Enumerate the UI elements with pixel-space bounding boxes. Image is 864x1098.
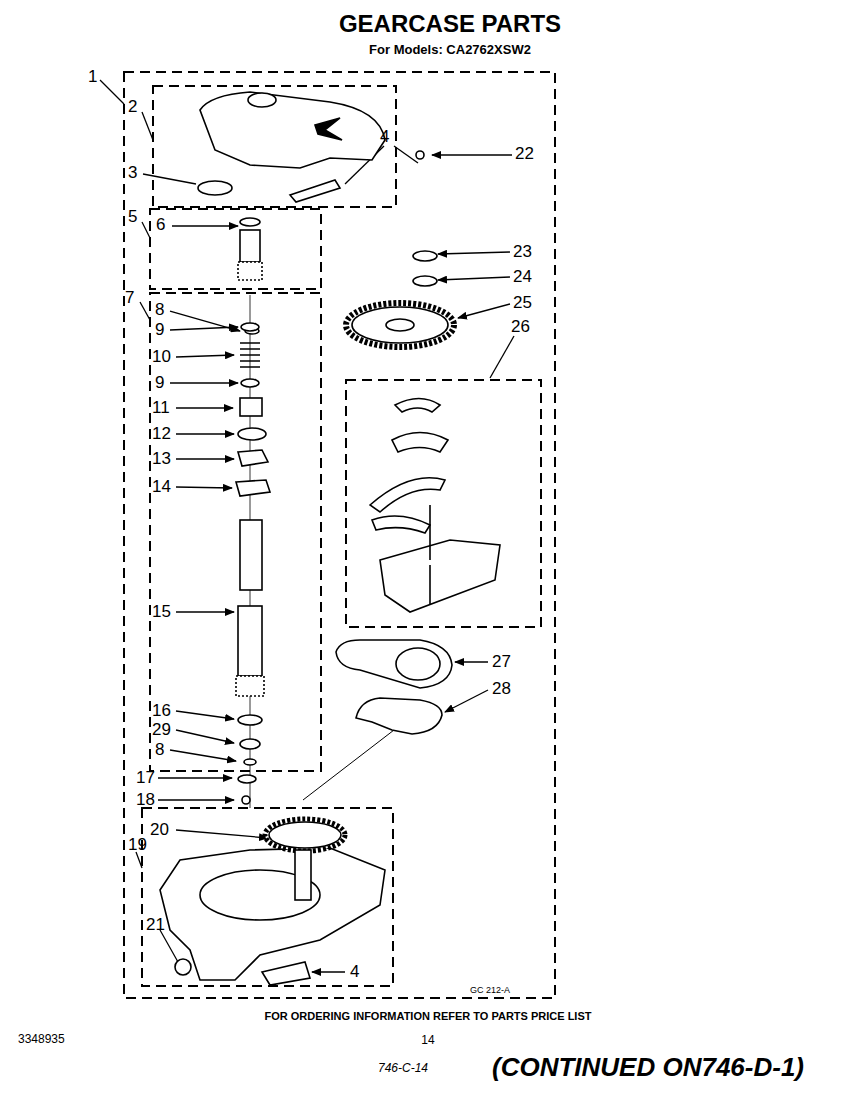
callout-number: 27 <box>492 653 511 670</box>
parts <box>160 92 500 985</box>
callout-number: 23 <box>513 243 532 260</box>
group-boxes <box>124 72 555 998</box>
callout-number: 8 <box>155 301 164 318</box>
callout-number: 5 <box>128 208 137 225</box>
callout-number: 29 <box>152 721 171 738</box>
handwritten-ref: 746-C-14 <box>378 1062 428 1074</box>
model-note: For Models: CA2762XSW2 <box>369 43 531 56</box>
callout-number: 4 <box>380 128 389 145</box>
continued-note: (CONTINUED ON746-D-1) <box>492 1054 804 1080</box>
callout-number: 9 <box>155 374 164 391</box>
callout-number: 21 <box>146 916 165 933</box>
callout-number: 25 <box>513 294 532 311</box>
callout-number: 2 <box>128 98 137 115</box>
callout-number: 7 <box>125 289 134 306</box>
callout-number: 18 <box>136 791 155 808</box>
callout-number: 26 <box>511 318 530 335</box>
callout-number: 6 <box>156 216 165 233</box>
footer-note: FOR ORDERING INFORMATION REFER TO PARTS … <box>265 1011 592 1022</box>
callout-number: 20 <box>150 821 169 838</box>
callout-number: 28 <box>492 680 511 697</box>
diagram-title: GEARCASE PARTS <box>339 12 561 36</box>
page-number: 14 <box>421 1034 434 1046</box>
callout-number: 15 <box>152 603 171 620</box>
callout-number: 16 <box>152 702 171 719</box>
callout-number: 11 <box>152 399 170 416</box>
callout-number: 24 <box>513 268 532 285</box>
callout-number: 10 <box>152 348 171 365</box>
callout-number: 12 <box>152 425 171 442</box>
callout-number: 8 <box>155 741 164 758</box>
document-number: 3348935 <box>18 1033 65 1045</box>
callout-number: 17 <box>136 769 155 786</box>
callout-number: 22 <box>515 145 534 162</box>
callout-number: 13 <box>152 450 171 467</box>
callout-number: 1 <box>88 68 97 85</box>
callout-number: 4 <box>350 963 359 980</box>
callout-number: 19 <box>128 836 147 853</box>
leader-lines <box>100 80 514 972</box>
drawing-number: GC 212-A <box>470 986 510 995</box>
callout-number: 3 <box>128 164 137 181</box>
callout-number: 9 <box>155 321 164 338</box>
callout-number: 14 <box>152 478 171 495</box>
